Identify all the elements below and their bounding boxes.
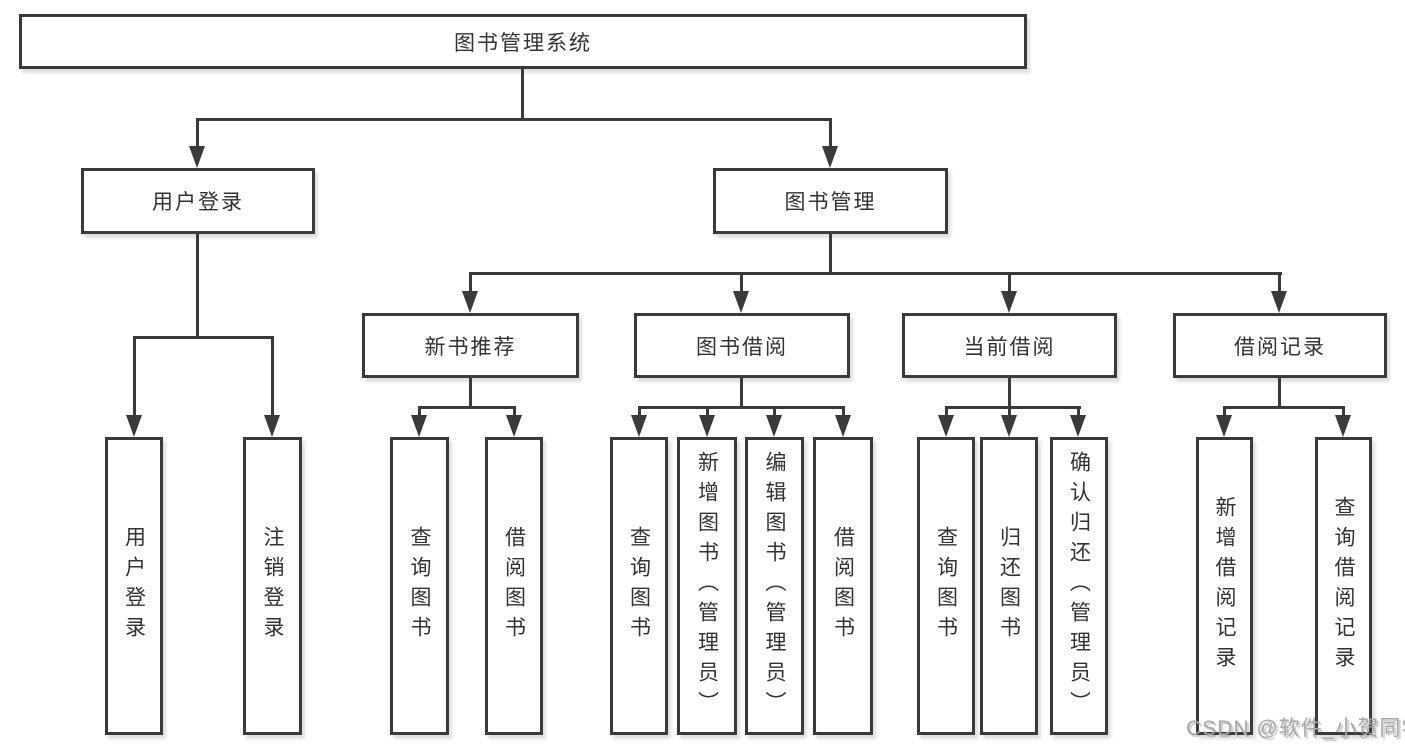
node-new-book-recommend-label: 新书推荐 [424, 335, 517, 359]
arrow-down-icon [631, 415, 647, 437]
node-user-login: 用户登录 [81, 168, 315, 234]
leaf-currentborrow-confirm-return-admin-label: 确认归还（管理员） [1067, 451, 1091, 721]
leaf-newbook-borrow-books-label: 借阅图书 [502, 526, 526, 646]
connector-stub [638, 406, 641, 418]
leaf-bookborrow-borrow-books-label: 借阅图书 [831, 526, 855, 646]
connector-stub [706, 406, 709, 418]
connector-stub [1077, 406, 1080, 418]
connector-bookmgmt-horizontal [469, 272, 1282, 275]
node-borrow-records: 借阅记录 [1173, 313, 1387, 378]
leaf-user-login: 用户登录 [105, 437, 163, 735]
connector-stub [1008, 406, 1011, 418]
node-root-label: 图书管理系统 [454, 31, 592, 55]
arrow-down-icon [822, 146, 838, 168]
leaf-bookborrow-add-books-admin: 新增图书（管理员） [677, 437, 737, 735]
arrow-down-icon [1001, 415, 1017, 437]
connector-stub [1342, 406, 1345, 418]
node-current-borrow-label: 当前借阅 [963, 335, 1056, 359]
leaf-currentborrow-confirm-return-admin: 确认归还（管理员） [1050, 437, 1108, 735]
connector-newbook-horizontal [418, 406, 516, 409]
arrow-down-icon [835, 415, 851, 437]
node-new-book-recommend: 新书推荐 [362, 313, 579, 378]
connector-stub [271, 336, 274, 418]
leaf-records-query-borrow-record-label: 查询借阅记录 [1332, 496, 1355, 676]
leaf-records-add-borrow-record: 新增借阅记录 [1196, 437, 1253, 735]
connector-root-vertical [521, 68, 524, 118]
node-book-management: 图书管理 [713, 168, 948, 234]
leaf-bookborrow-query-books-label: 查询图书 [627, 526, 651, 646]
arrow-down-icon [126, 415, 142, 437]
connector-userlogin-vertical [196, 234, 199, 336]
arrow-down-icon [462, 291, 478, 313]
leaf-currentborrow-query-books: 查询图书 [917, 437, 975, 735]
leaf-newbook-query-books: 查询图书 [390, 437, 449, 735]
connector-stub [513, 406, 516, 418]
arrow-down-icon [1001, 291, 1017, 313]
connector-stub [469, 272, 472, 294]
node-current-borrow: 当前借阅 [902, 313, 1117, 378]
arrow-down-icon [766, 415, 782, 437]
connector-stub [1223, 406, 1226, 418]
watermark: CSDN @软件_小贺同学 [1186, 717, 1405, 740]
connector-currentborrow-vertical [1008, 378, 1011, 406]
connector-stub [1278, 272, 1281, 294]
leaf-bookborrow-add-books-admin-label: 新增图书（管理员） [695, 451, 719, 721]
connector-newbook-vertical [469, 378, 472, 406]
arrow-down-icon [938, 415, 954, 437]
node-user-login-label: 用户登录 [152, 191, 244, 214]
leaf-records-query-borrow-record: 查询借阅记录 [1315, 437, 1372, 735]
connector-stub [1008, 272, 1011, 294]
connector-bookmgmt-vertical [829, 234, 832, 272]
arrow-down-icon [506, 415, 522, 437]
leaf-currentborrow-return-books: 归还图书 [980, 437, 1038, 735]
arrow-down-icon [733, 291, 749, 313]
connector-stub [740, 272, 743, 294]
leaf-records-add-borrow-record-label: 新增借阅记录 [1213, 496, 1236, 676]
leaf-newbook-query-books-label: 查询图书 [408, 526, 431, 646]
arrow-down-icon [1271, 291, 1287, 313]
node-book-borrow-label: 图书借阅 [696, 335, 788, 359]
connector-userlogin-horizontal [133, 336, 274, 339]
arrow-down-icon [411, 415, 427, 437]
leaf-newbook-borrow-books: 借阅图书 [485, 437, 543, 735]
leaf-bookborrow-edit-books-admin: 编辑图书（管理员） [745, 437, 804, 735]
connector-bookborrow-horizontal [638, 406, 845, 409]
connector-borrowrecords-horizontal [1223, 406, 1345, 409]
arrow-down-icon [1070, 415, 1086, 437]
node-borrow-records-label: 借阅记录 [1234, 335, 1326, 359]
connector-currentborrow-horizontal [945, 406, 1081, 409]
arrow-down-icon [1216, 415, 1232, 437]
connector-stub [773, 406, 776, 418]
arrow-down-icon [189, 146, 205, 168]
leaf-currentborrow-return-books-label: 归还图书 [997, 526, 1021, 646]
leaf-logout-label: 注销登录 [261, 526, 284, 646]
connector-stub [196, 118, 199, 148]
arrow-down-icon [1335, 415, 1351, 437]
connector-stub [945, 406, 948, 418]
arrow-down-icon [264, 415, 280, 437]
connector-stub [418, 406, 421, 418]
connector-bookborrow-vertical [740, 378, 743, 406]
leaf-logout: 注销登录 [243, 437, 302, 735]
leaf-currentborrow-query-books-label: 查询图书 [934, 526, 958, 646]
leaf-bookborrow-edit-books-admin-label: 编辑图书（管理员） [763, 451, 786, 721]
leaf-bookborrow-borrow-books: 借阅图书 [813, 437, 873, 735]
connector-stub [829, 118, 832, 148]
connector-borrowrecords-vertical [1278, 378, 1281, 406]
connector-stub [133, 336, 136, 418]
node-book-borrow: 图书借阅 [634, 313, 850, 378]
leaf-user-login-label: 用户登录 [122, 526, 146, 646]
node-root: 图书管理系统 [19, 14, 1027, 69]
connector-stub [842, 406, 845, 418]
node-book-management-label: 图书管理 [784, 191, 877, 214]
leaf-bookborrow-query-books: 查询图书 [610, 437, 668, 735]
arrow-down-icon [699, 415, 715, 437]
connector-root-horizontal [196, 118, 832, 121]
